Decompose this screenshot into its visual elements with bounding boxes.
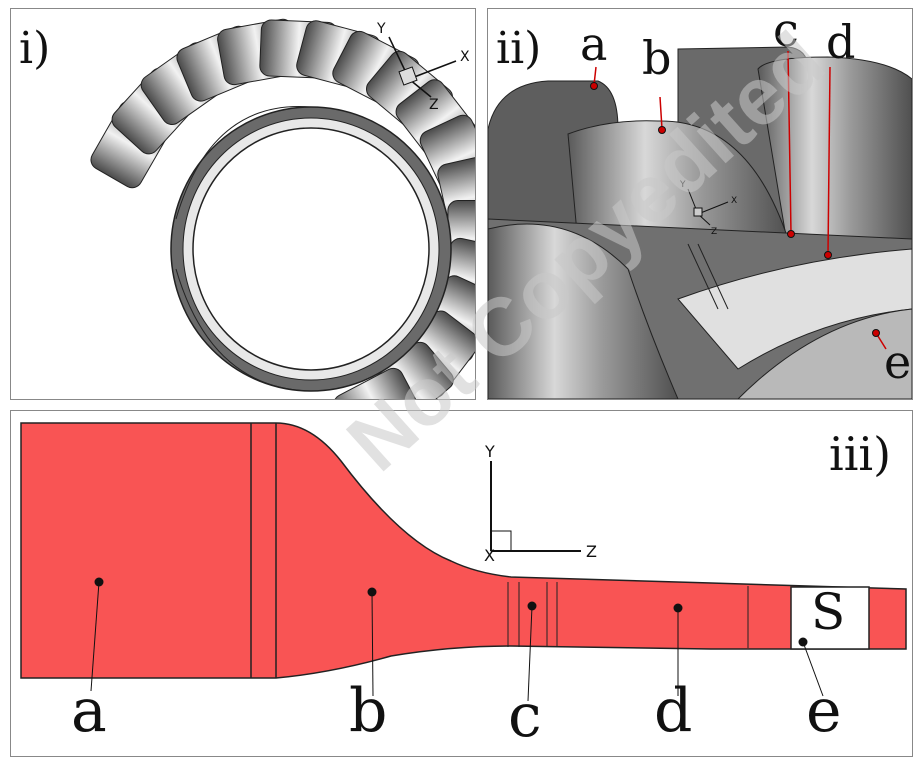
ring-blocks: [90, 18, 475, 399]
axis-label-y: Y: [376, 21, 386, 37]
callout-c: c: [773, 8, 799, 57]
axis-label-z-small: Z: [711, 227, 717, 237]
axis-label-x: X: [460, 49, 470, 65]
axis-label-x-2d: X: [484, 546, 495, 565]
callout-b: b: [642, 31, 672, 85]
closeup-illustration: Y X Z: [488, 9, 912, 399]
axis-label-z: Z: [429, 97, 439, 113]
region-c: c: [508, 681, 542, 751]
axis-triad-small: Y X Z: [679, 180, 737, 237]
box-label-s: S: [811, 583, 846, 641]
region-b: b: [349, 676, 388, 746]
axis-label-y-2d: Y: [484, 442, 495, 461]
callout-e: e: [884, 335, 912, 389]
region-a: a: [71, 676, 107, 746]
panel-iii: Y X Z iii) a b c d e S: [10, 410, 913, 757]
callout-d: d: [826, 15, 856, 69]
callout-a: a: [580, 17, 608, 71]
callouts: [590, 50, 887, 350]
panel-i: Y X Z i): [10, 8, 476, 400]
axis-triad: Y X Z: [376, 21, 470, 113]
panel-ii: Y X Z ii) a b c d e: [487, 8, 913, 400]
axis-label-y-small: Y: [679, 180, 686, 190]
profile-shape: [20, 422, 907, 679]
axis-label-x-small: X: [731, 196, 737, 206]
region-callouts: [90, 577, 824, 702]
ring-illustration: Y X Z: [90, 18, 475, 399]
panel-label-iii: iii): [829, 427, 892, 481]
region-d: d: [654, 676, 693, 746]
axis-2d: Y X Z: [484, 442, 597, 565]
region-e: e: [806, 676, 842, 746]
axis-label-z-2d: Z: [586, 542, 597, 561]
ring-block: [333, 367, 421, 399]
panel-label-ii: ii): [496, 23, 542, 74]
profile-illustration: Y X Z: [20, 422, 907, 702]
panel-label-i: i): [19, 23, 51, 74]
